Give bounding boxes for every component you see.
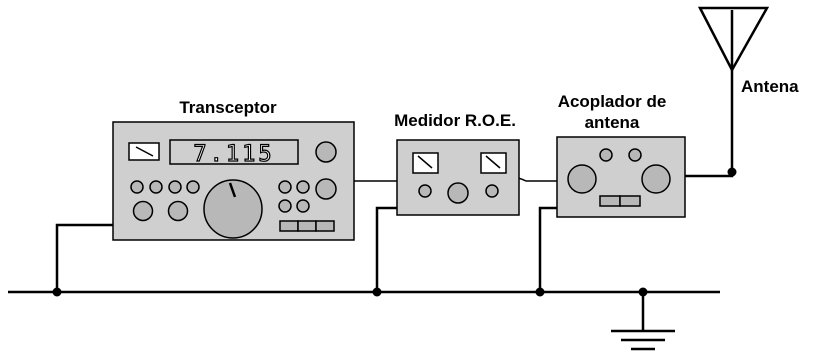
switch-button (315, 220, 335, 232)
transceptor-label: Transceptor (179, 98, 277, 117)
antenna-icon (697, 6, 770, 73)
knob (130, 180, 144, 194)
medidor-ground-lead (375, 206, 397, 292)
knob (485, 184, 499, 198)
tuning-knob (641, 164, 671, 194)
knob (278, 199, 292, 213)
junction-dot (52, 287, 62, 297)
switch-button (599, 195, 621, 207)
switch-button (279, 220, 299, 232)
knob (599, 148, 613, 162)
knob (296, 199, 310, 213)
dial-marker (228, 182, 237, 198)
knob (447, 182, 469, 204)
meter-needle (417, 155, 433, 169)
meter-needle (135, 146, 154, 157)
knob (418, 184, 432, 198)
transceptor-unit: 7.115 (112, 121, 355, 241)
tuning-dial (203, 179, 263, 239)
knob (149, 180, 163, 194)
antena-label: Antena (741, 77, 799, 96)
acoplador-unit (556, 136, 686, 218)
junction-dot (727, 167, 737, 177)
knob (315, 141, 337, 163)
knob (278, 180, 292, 194)
junction-dot (372, 287, 382, 297)
knob (168, 180, 182, 194)
medidor-unit (396, 139, 520, 216)
acoplador-label-line1: Acoplador de (558, 92, 667, 111)
knob (296, 180, 310, 194)
tuning-knob (567, 164, 597, 194)
frequency-display (169, 139, 299, 165)
earth-ground-icon (611, 292, 675, 351)
transceptor-ground-lead (55, 223, 113, 292)
acoplador-label-line2: antena (585, 113, 640, 132)
knob (628, 148, 642, 162)
knob (132, 200, 154, 222)
knob (186, 180, 200, 194)
knob (167, 200, 189, 222)
knob (315, 178, 337, 200)
frequency-readout: 7.115 (193, 142, 274, 167)
meter-needle (485, 155, 501, 169)
acoplador-ground-lead (538, 206, 557, 292)
junction-dot (535, 287, 545, 297)
medidor-label: Medidor R.O.E. (394, 111, 516, 130)
antenna-feedline (685, 70, 734, 178)
switch-button (297, 220, 317, 232)
switch-button (619, 195, 641, 207)
